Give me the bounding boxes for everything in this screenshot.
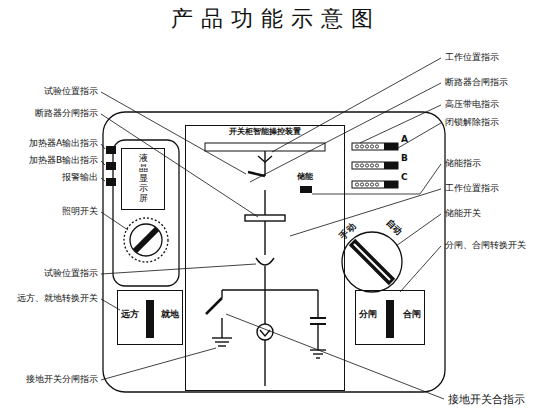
current-transformer [257,324,273,340]
lighting-knob [124,218,168,262]
callout-label: 加热器B输出指示 [29,155,98,166]
callout-label: 储能指示 [445,158,481,169]
lcd-screen: 液晶显示屏 [121,148,165,210]
callout-label: 接地开关合指示 [448,393,525,406]
panel-marking: C [401,172,408,183]
callout-label: 储能开关 [445,208,481,219]
storage-lamp [300,186,312,193]
knob-bar [352,242,392,282]
callout-label: 断路器合闸指示 [445,77,508,88]
callout-label: 照明开关 [62,206,98,217]
crossbar [245,215,285,221]
knob-bar [135,229,157,251]
remote-local-switch: 远方 就地 [117,290,183,345]
title: 产品功能示意图 [171,6,381,32]
node-text: 液晶显示屏 [139,154,148,203]
knob-body [130,224,162,256]
leader-lines [101,58,444,399]
callout-label: 闭锁解除指示 [445,117,499,128]
lower-arc [256,258,274,265]
callout-label: 试验位置指示 [44,268,98,279]
header-band [205,143,325,151]
node-text: 分闸 [359,309,377,320]
indicator-a [106,146,116,154]
callout-label: 分闸、合闸转换开关 [445,240,526,251]
callout-label: 加热器A输出指示 [29,138,98,149]
capacitor-plate [310,317,326,319]
bus-line [264,190,265,255]
callout-label: 接地开关分闸指示 [26,374,98,385]
callout-label: 报警输出 [62,172,98,183]
callout-label: 断路器分闸指示 [35,108,98,119]
circuit-mimic [206,151,326,386]
panel-marking: 储能 [297,172,313,182]
node-text: 就地 [161,309,179,320]
open-close-bar [386,300,394,338]
callout-label: 工作位置指示 [445,183,499,194]
device-frame: 开关柜智能操控装置 [185,125,345,391]
node-text: 合闸 [403,309,421,320]
panel-marking: A [401,134,408,145]
open-close-switch: 分闸 合闸 [355,290,425,345]
branch-line [222,289,318,290]
knob-ring [124,218,168,262]
knob-bar-line [354,244,390,280]
row-c [352,181,398,188]
ground-symbol [212,337,232,338]
callout-label: 高压带电指示 [445,99,499,110]
panel-marking: B [401,153,408,164]
bus-line [264,266,265,324]
switch-bars [146,300,394,338]
left-subpanel [113,140,179,286]
callout-label: 试验位置指示 [44,86,98,97]
heater-indicators [106,146,116,186]
node-text: 远方 [121,309,139,320]
panel-marking: 自动 [384,217,404,237]
callout-label: 工作位置指示 [445,52,499,63]
knob-body [342,232,402,292]
panel-outline [103,112,445,392]
node-text: 开关柜智能操控装置 [229,127,301,137]
callout-label: 远方、就地转换开关 [17,293,98,304]
earth-switch-blade [206,298,222,314]
panel-housing [103,112,445,392]
row-b [352,162,398,169]
remote-local-bar [146,300,154,338]
alarm-indicator [106,178,116,186]
row-a [352,143,398,150]
indicator-b [106,162,116,170]
bus-line [264,151,265,176]
indicator-rows [352,143,398,188]
mode-knob [342,232,402,292]
